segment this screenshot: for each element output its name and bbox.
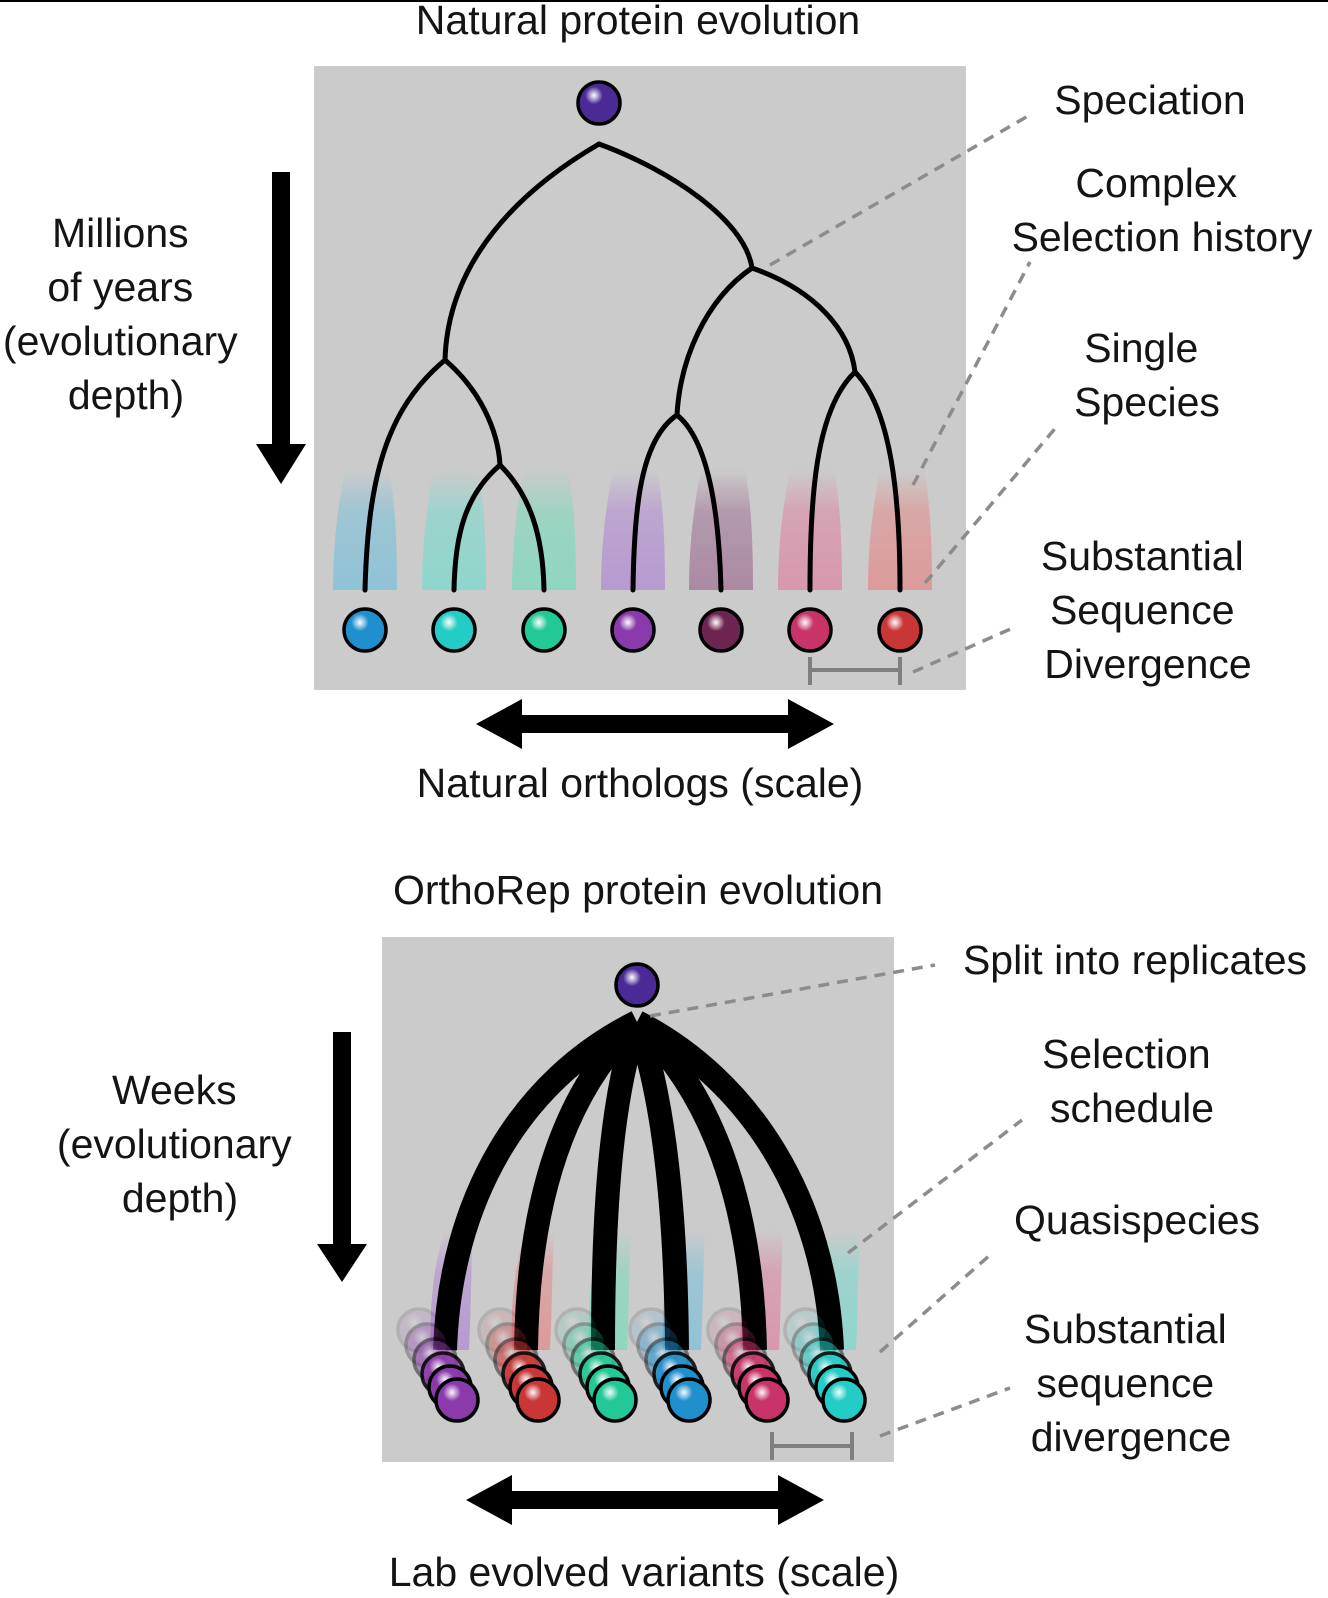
orthorep-time-label: Weeks (evolutionary depth) xyxy=(57,1067,303,1221)
quasispecies-cluster xyxy=(477,1307,561,1423)
fan-branch-1 xyxy=(433,1011,643,1351)
leader-quasispecies xyxy=(878,1253,992,1354)
natural-scale-arrow xyxy=(476,699,834,749)
annotation-speciation: Speciation xyxy=(1054,77,1245,123)
branch-root-right xyxy=(596,141,755,271)
annotation-complex-selection-history: Complex Selection history xyxy=(1012,160,1313,260)
natural-leaf-sphere xyxy=(698,607,744,653)
orthorep-divergence-bracket xyxy=(770,1432,854,1460)
fan-branch-4 xyxy=(625,1017,689,1351)
natural-title: Natural protein evolution xyxy=(416,0,860,43)
quasispecies-cluster xyxy=(396,1307,480,1423)
annotation-substantial-sequence-divergence: Substantial sequence divergence xyxy=(1024,1306,1238,1460)
quasispecies-cluster xyxy=(706,1307,790,1423)
leader-speciation xyxy=(769,114,1029,267)
orthorep-tree-branches xyxy=(433,1011,844,1351)
quasispecies-cluster xyxy=(783,1307,867,1423)
branch-b-leaf3 xyxy=(497,462,547,593)
natural-leaf-sphere xyxy=(787,607,833,653)
annotation-selection-schedule: Selection schedule xyxy=(1042,1031,1222,1131)
natural-leaf-sphere xyxy=(431,607,477,653)
leader-split-replicates xyxy=(649,963,936,1018)
orthorep-scale-label: Lab evolved variants (scale) xyxy=(389,1549,899,1595)
natural-root-sphere xyxy=(576,80,622,126)
leader-selection-history xyxy=(911,261,1032,486)
natural-leaf-nodes xyxy=(342,607,923,653)
natural-leaf-sphere xyxy=(342,607,388,653)
quasispecies-sphere xyxy=(434,1377,480,1423)
orthorep-root-sphere xyxy=(614,962,660,1008)
quasispecies-sphere xyxy=(666,1377,712,1423)
branch-d-leaf5 xyxy=(674,412,724,593)
branch-root-left xyxy=(442,141,602,363)
natural-scale-label: Natural orthologs (scale) xyxy=(417,760,864,806)
branch-a-leaf1 xyxy=(362,357,448,593)
quasispecies-sphere xyxy=(821,1377,867,1423)
leader-sequence-divergence xyxy=(879,1386,1011,1438)
branch-d-leaf4 xyxy=(630,412,680,593)
quasispecies-sphere xyxy=(515,1377,561,1423)
branch-c-e xyxy=(749,265,858,375)
branch-c-d xyxy=(674,265,755,418)
natural-time-arrow xyxy=(256,172,306,484)
annotation-substantial-divergence: Substantial Sequence Divergence xyxy=(1041,533,1255,687)
natural-panel: Natural protein evolution Millions xyxy=(3,0,1313,806)
natural-leaf-halo xyxy=(333,470,397,590)
natural-leaf-sphere xyxy=(877,607,923,653)
natural-tree-branches xyxy=(362,141,903,593)
orthorep-root-node xyxy=(614,962,660,1008)
branch-b-leaf2 xyxy=(451,462,503,593)
natural-leaf-halo xyxy=(689,470,753,590)
fan-branch-2 xyxy=(514,1013,646,1351)
fan-branch-3 xyxy=(591,1018,649,1351)
quasispecies-sphere xyxy=(592,1377,638,1423)
natural-root-node xyxy=(576,80,622,126)
natural-divergence-bracket xyxy=(808,657,902,685)
orthorep-scale-arrow xyxy=(466,1475,824,1525)
orthorep-panel: OrthoRep protein evolution Weeks (evolut… xyxy=(57,867,1307,1595)
quasispecies-cluster xyxy=(628,1307,712,1423)
branch-e-leaf7 xyxy=(852,369,903,593)
natural-leaf-sphere xyxy=(521,607,567,653)
orthorep-quasispecies-clusters xyxy=(396,1307,867,1423)
orthorep-title: OrthoRep protein evolution xyxy=(393,867,883,913)
annotation-quasispecies: Quasispecies xyxy=(1014,1197,1260,1243)
branch-e-leaf6 xyxy=(807,369,858,593)
branch-a-b xyxy=(442,357,503,468)
fan-branch-6 xyxy=(631,1011,844,1351)
annotation-single-species: Single Species xyxy=(1074,325,1220,425)
natural-time-label: Millions of years (evolutionary depth) xyxy=(3,210,249,418)
quasispecies-cluster xyxy=(554,1307,638,1423)
orthorep-time-arrow xyxy=(317,1032,367,1282)
leader-single-species xyxy=(923,423,1060,585)
natural-leaf-sphere xyxy=(610,607,656,653)
quasispecies-sphere xyxy=(744,1377,790,1423)
annotation-split-replicates: Split into replicates xyxy=(963,937,1307,983)
